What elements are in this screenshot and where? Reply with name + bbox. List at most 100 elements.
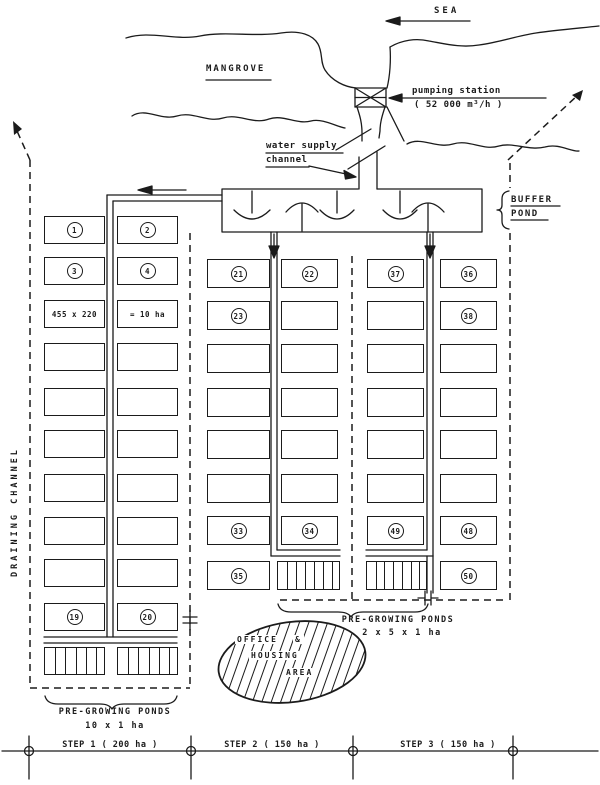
pond [281,388,338,417]
pond-19: 19 [44,603,105,631]
pond-number: 38 [460,307,477,324]
pond [281,430,338,459]
pond-divider [168,648,170,674]
gate-symbol [417,590,439,606]
flow-arrow-down [424,245,436,259]
pond-divider [138,648,140,674]
pond [207,388,270,417]
pond [117,474,178,502]
pre-growing-pond [366,561,427,590]
pond-divider [314,562,315,589]
pond-4: 4 [117,257,178,285]
pond [117,517,178,545]
buffer-pond-label-1: BUFFER [511,195,553,205]
pond-1: 1 [44,216,105,244]
pond-20: 20 [117,603,178,631]
pregrow-left-label-2: 10 x 1 ha [85,721,145,731]
pond-number: 19 [66,609,83,625]
pond-48: 48 [440,516,497,545]
pond-divider [128,648,130,674]
pond-number: 50 [460,567,477,584]
pond [440,388,497,417]
channel-break-mark [335,128,372,151]
pond [207,430,270,459]
sea-label: SEA [434,6,460,16]
pond-dimension-label: = 10 ha [129,309,166,319]
buffer-pond-brace [496,190,510,230]
pond [440,474,497,503]
pond-23: 23 [207,301,270,330]
pond-divider [296,562,297,589]
pond-divider [401,562,403,589]
pond-number: 48 [460,522,477,539]
pregrow-right-label-1: PRE-GROWING PONDS [341,615,455,625]
office-label-3: AREA [284,668,316,677]
pregrow-left-brace [44,695,178,710]
pond-divider [384,562,386,589]
pond-divider [419,562,421,589]
pond [207,344,270,373]
pond-number: 23 [230,307,247,324]
pond: = 10 ha [117,300,178,328]
pond [117,559,178,587]
step3-label: STEP 3 ( 150 ha ) [400,740,496,750]
pond-divider [375,562,377,589]
pond [44,430,105,458]
coastline-upper-right [389,25,600,48]
sluice-gate-symbols [233,190,445,232]
mangrove-edge-left [131,112,346,129]
water-supply-arrow [343,169,357,180]
pond-number: 36 [460,265,477,282]
pre-growing-pond [117,647,178,675]
pond-37: 37 [367,259,424,288]
pond-number: 4 [139,263,156,279]
pond-divider [85,648,87,674]
pre-growing-pond [44,647,105,675]
pond-number: 49 [387,522,404,539]
draining-channel-label: DRAINING CHANNEL [10,447,20,577]
pregrow-left-label-1: PRE-GROWING PONDS [58,707,172,717]
pond [367,388,424,417]
survey-marker [23,745,35,757]
pond-3: 3 [44,257,105,285]
drain-arrow-left [13,121,22,135]
estuary-right-wall [386,46,392,89]
pond [44,343,105,371]
pond-divider [65,648,67,674]
pond [44,474,105,502]
drain-arrow-right [572,90,583,101]
pond-divider [158,648,160,674]
pregrow-right-brace [277,603,429,618]
step1-label: STEP 1 ( 200 ha ) [62,740,158,750]
pond-22: 22 [281,259,338,288]
flow-arrow-left [137,185,153,195]
pond-divider [323,562,324,589]
pond-dimension-label: 455 x 220 [51,309,98,319]
pond [281,301,338,330]
pond [281,344,338,373]
channel-break-mark [347,145,386,170]
pond-number: 2 [139,222,156,238]
pond [440,344,497,373]
buffer-pond-outline [221,188,483,233]
pumping-station-capacity: ( 52 000 m³/h ) [414,100,503,110]
step2-label: STEP 2 ( 150 ha ) [224,740,320,750]
pond-divider [55,648,57,674]
pond [367,301,424,330]
pond [440,430,497,459]
pond-21: 21 [207,259,270,288]
pond-divider [148,648,150,674]
survey-marker [185,745,197,757]
office-label-amp: & [293,635,304,644]
mangrove-label: MANGROVE [206,64,266,74]
flow-arrow-down [268,245,280,259]
water-supply-label-2: channel [266,155,308,165]
pond [44,559,105,587]
pond-divider [287,562,288,589]
pond [117,343,178,371]
pond-number: 33 [230,522,247,539]
pond [281,474,338,503]
survey-marker [507,745,519,757]
pond [117,388,178,416]
mangrove-edge-right [406,140,580,152]
